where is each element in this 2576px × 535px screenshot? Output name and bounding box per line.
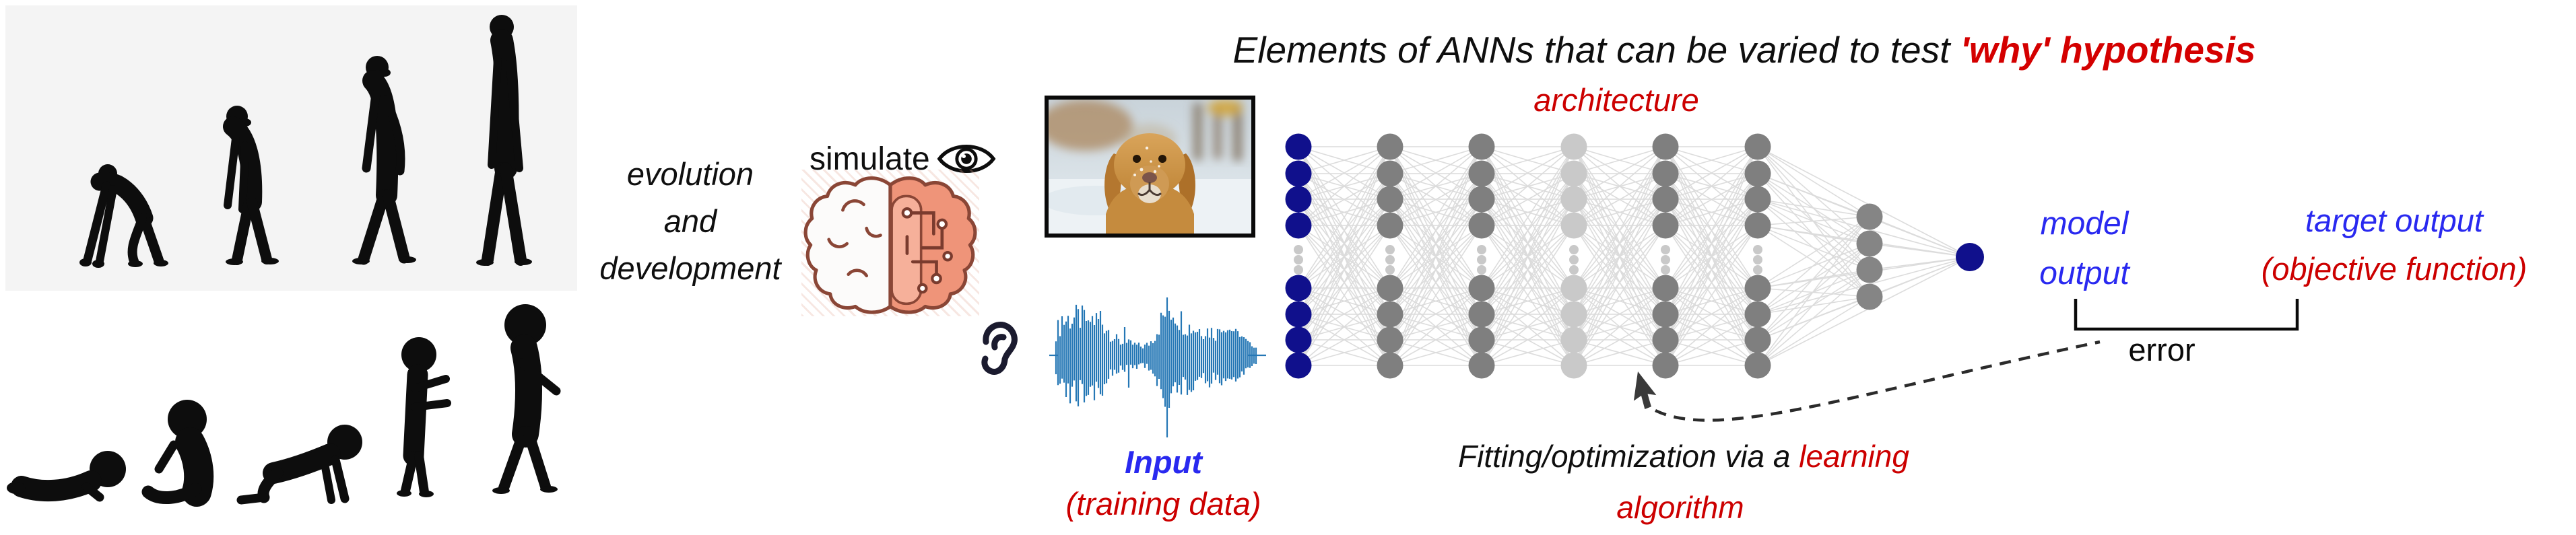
architecture-label: architecture — [1533, 82, 1699, 118]
eye-icon — [937, 139, 996, 179]
model-output-line1: model — [2040, 206, 2129, 242]
learning-algorithm-arrow — [1655, 340, 2101, 422]
fitting-line1: Fitting/optimization via a learning — [1458, 431, 1909, 482]
development-figure-sitting — [141, 400, 214, 507]
development-figure-crawling — [236, 425, 362, 505]
fitting-line2: algorithm — [1616, 490, 1744, 525]
evo-dev-line2: and — [663, 203, 717, 239]
evolution-figure-erectus — [352, 56, 416, 265]
figure-title: Elements of ANNs that can be varied to t… — [1138, 28, 2350, 71]
input-label-line2: (training data) — [1065, 486, 1261, 522]
evolution-panel — [5, 5, 577, 291]
simulate-label: simulate — [810, 141, 930, 177]
development-panel — [0, 293, 593, 535]
error-label: error — [2128, 332, 2195, 367]
development-figure-walking — [492, 304, 561, 494]
simulate-label-row: simulate — [810, 139, 996, 179]
fitting-label: Fitting/optimization via a learning algo… — [1458, 431, 1909, 533]
input-label: Input (training data) — [1037, 441, 1290, 525]
dog-head — [1104, 133, 1195, 234]
audio-waveform — [1048, 293, 1270, 448]
title-red-segment: 'why' hypothesis — [1960, 29, 2256, 71]
target-output-line2: (objective function) — [2261, 251, 2528, 287]
evolution-figure-ape — [79, 164, 168, 268]
title-black-segment: Elements of ANNs that can be varied to t… — [1232, 29, 1960, 71]
evolution-figure-hominid — [223, 106, 279, 265]
fitting-black-segment: Fitting/optimization via a — [1458, 439, 1799, 474]
development-figure-standing — [397, 337, 451, 497]
evolution-and-development-label: evolution and development — [576, 151, 805, 292]
target-output-label: target output (objective function) — [2212, 197, 2576, 293]
input-label-line1: Input — [1125, 444, 1202, 480]
evolution-figure-human — [476, 15, 532, 266]
development-figure-lying — [7, 451, 126, 502]
model-output-line2: output — [2039, 256, 2129, 291]
ann-network-diagram — [1285, 133, 1984, 379]
development-figures — [7, 304, 561, 507]
human-evolution-silhouettes — [79, 15, 532, 268]
evo-dev-line1: evolution — [626, 156, 754, 192]
error-bracket — [2074, 299, 2299, 331]
evo-dev-line3: development — [599, 250, 781, 286]
brain-circuit-icon — [801, 170, 979, 316]
model-output-label: model output — [2004, 199, 2165, 299]
fitting-red-segment: learning — [1799, 439, 1909, 474]
target-output-line1: target output — [2305, 203, 2483, 238]
cursor-arrow-icon — [1633, 371, 1657, 409]
dog-photo — [1045, 96, 1255, 238]
infant-development-silhouettes — [7, 304, 561, 507]
ear-icon — [977, 319, 1020, 382]
evolution-figures — [79, 15, 532, 268]
